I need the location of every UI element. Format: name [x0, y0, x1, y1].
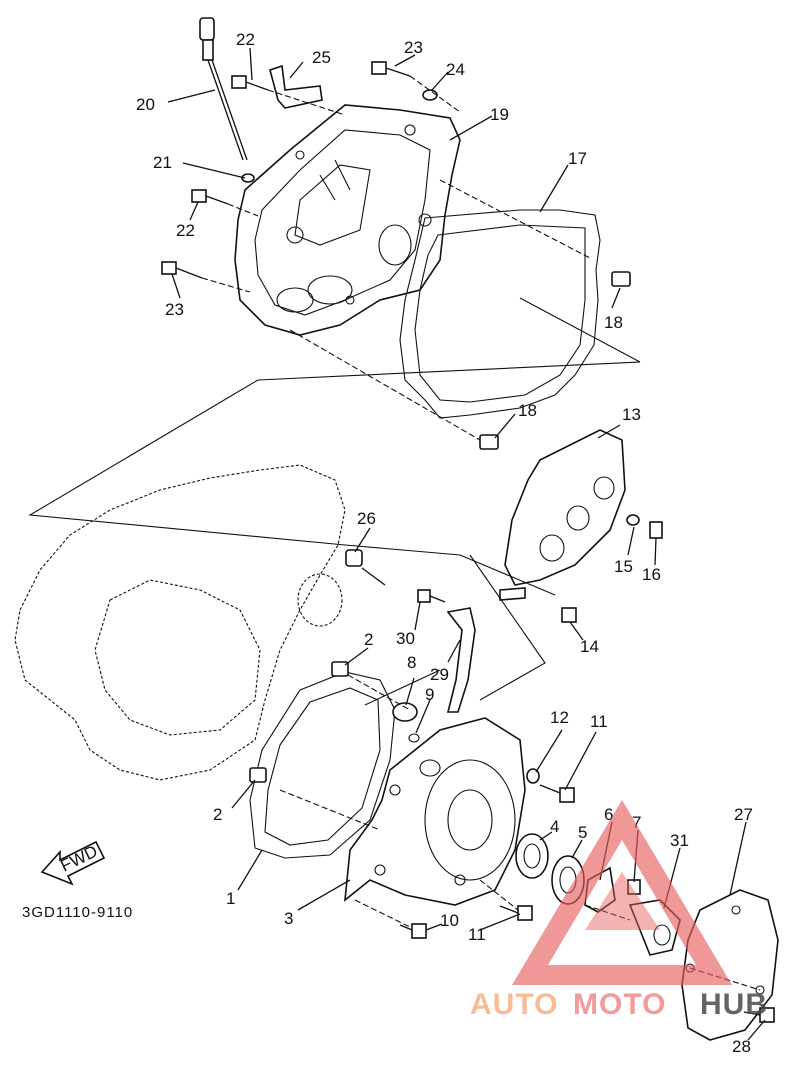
label-30: 30 — [396, 629, 415, 648]
label-13: 13 — [622, 405, 641, 424]
gasket-upper — [399, 209, 601, 419]
label-12: 12 — [550, 708, 569, 727]
gasket-lower-1 — [249, 671, 396, 859]
label-19: 19 — [490, 105, 509, 124]
label-10: 10 — [440, 911, 459, 930]
crankcase-cover-upper — [234, 104, 461, 336]
label-23-top: 23 — [404, 38, 423, 57]
label-23-bottom: 23 — [165, 300, 184, 319]
dipstick-part — [199, 17, 248, 161]
clamp-25 — [269, 64, 323, 109]
label-9: 9 — [425, 685, 434, 704]
bolt-22-upper — [231, 75, 269, 91]
label-21: 21 — [153, 153, 172, 172]
crankcase-cover-3 — [344, 717, 526, 906]
watermark-triangle-logo — [512, 800, 732, 985]
bolt-22-lower — [191, 189, 229, 205]
label-8: 8 — [407, 653, 416, 672]
projection-lines — [28, 75, 761, 991]
label-7: 7 — [632, 813, 641, 832]
label-3: 3 — [284, 909, 293, 928]
label-29: 29 — [430, 665, 449, 684]
part-labels: 20 22 25 23 24 19 21 22 23 17 18 18 13 2… — [136, 30, 753, 1056]
label-14: 14 — [580, 637, 599, 656]
watermark-text-moto: MOTO — [573, 988, 666, 1021]
crankcase-body — [14, 464, 386, 781]
label-15: 15 — [614, 557, 633, 576]
label-24: 24 — [446, 60, 465, 79]
label-11-upper: 11 — [590, 712, 608, 731]
label-2-lower: 2 — [213, 805, 222, 824]
bracket-29 — [446, 607, 476, 713]
washer-24 — [422, 89, 438, 101]
label-18-upper: 18 — [604, 313, 623, 332]
washer-12 — [526, 768, 540, 784]
watermark-text-auto: AUTO — [470, 988, 558, 1021]
bolt-23-upper — [371, 61, 411, 77]
bolt-23-lower — [161, 261, 203, 279]
side-cover-13 — [499, 429, 626, 601]
label-18-lower: 18 — [518, 401, 537, 420]
dowel-pin-upper — [611, 271, 631, 287]
bolt-11-upper — [539, 784, 575, 803]
bolt-16 — [649, 521, 663, 539]
bolt-14 — [561, 607, 577, 623]
label-22-top: 22 — [236, 30, 255, 49]
washer-15 — [626, 514, 640, 526]
clip-21 — [241, 173, 255, 183]
watermark-text-hub: HUB — [700, 988, 768, 1021]
dowel-pin-lower — [479, 434, 499, 450]
label-2-upper: 2 — [364, 630, 373, 649]
label-4: 4 — [550, 817, 559, 836]
label-6: 6 — [604, 805, 613, 824]
label-16: 16 — [642, 565, 661, 584]
automotohub-watermark: AUTO MOTO HUB — [470, 800, 768, 1021]
label-26: 26 — [357, 509, 376, 528]
label-22-bottom: 22 — [176, 221, 195, 240]
bolt-28 — [743, 1007, 775, 1023]
bolt-11-lower — [499, 905, 533, 921]
dowel-2-lower — [249, 767, 267, 783]
bolt-30 — [417, 589, 446, 603]
label-25: 25 — [312, 48, 331, 67]
bearing-4 — [515, 833, 549, 879]
label-17: 17 — [568, 149, 587, 168]
o-ring-9 — [408, 733, 420, 743]
label-5: 5 — [578, 823, 587, 842]
label-11-lower: 11 — [468, 925, 486, 944]
label-31: 31 — [670, 831, 689, 850]
label-1: 1 — [226, 889, 235, 908]
forward-direction-arrow: FWD — [40, 840, 106, 886]
dowel-2-upper — [331, 661, 349, 677]
label-20: 20 — [136, 95, 155, 114]
label-27: 27 — [734, 805, 753, 824]
label-28: 28 — [732, 1037, 751, 1056]
diagram-code: 3GD1110-9110 — [22, 904, 133, 921]
bolt-10 — [399, 923, 427, 939]
plug-8 — [392, 702, 418, 722]
